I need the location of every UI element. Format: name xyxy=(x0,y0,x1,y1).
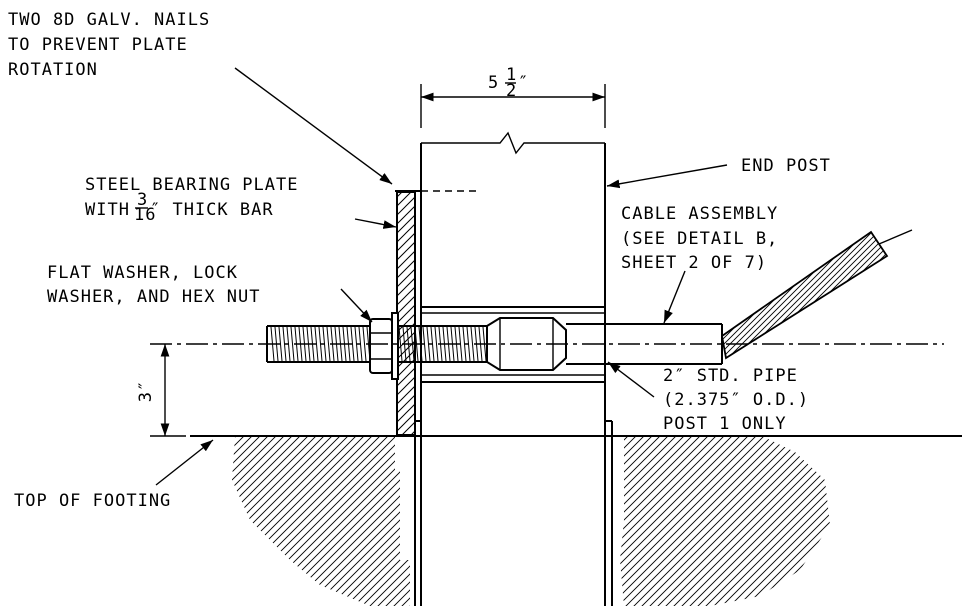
thread-line xyxy=(422,326,427,362)
thread-line xyxy=(426,326,431,362)
width-dim-den: 2 xyxy=(506,81,517,101)
cable-pipe xyxy=(566,323,723,365)
washer-and-hex-nut xyxy=(369,312,399,380)
thread-line xyxy=(362,326,367,362)
cable-assembly-line-3: SHEET 2 OF 7) xyxy=(621,253,767,273)
bearing-plate-num: 3 xyxy=(137,190,148,210)
width-dim-num: 1 xyxy=(506,65,517,85)
bearing-plate-pre: WITH xyxy=(85,200,130,220)
cable-assembly-line-1: CABLE ASSEMBLY xyxy=(621,204,778,224)
thread-line xyxy=(282,326,287,362)
washer-note-line-1: FLAT WASHER, LOCK xyxy=(47,263,238,283)
height-dimension: 3″ xyxy=(136,344,186,437)
steel-bearing-plate xyxy=(396,191,416,436)
width-dim-whole: 5 xyxy=(488,73,499,93)
thread-line xyxy=(398,326,403,362)
thread-line xyxy=(350,326,355,362)
footing-soil-hatch xyxy=(232,437,830,606)
thread-line xyxy=(326,326,331,362)
pipe-note-line-1: 2″ STD. PIPE xyxy=(663,366,798,386)
end-post-label: END POST xyxy=(741,156,831,176)
thread-line xyxy=(290,326,295,362)
bearing-plate-post: ″ THICK BAR xyxy=(150,200,274,220)
thread-line xyxy=(462,326,467,362)
cable xyxy=(721,229,913,360)
height-dim-label: 3″ xyxy=(136,380,156,402)
pipe-sleeve xyxy=(421,306,605,383)
thread-line xyxy=(458,326,463,362)
bearing-plate-den: 16 xyxy=(134,205,156,225)
thread-line xyxy=(314,326,319,362)
width-dim-unit: ″ xyxy=(518,73,529,93)
nails-note-line-1: TWO 8D GALV. NAILS xyxy=(8,10,210,30)
nails-note-line-3: ROTATION xyxy=(8,60,98,80)
washer-note-line-2: WASHER, AND HEX NUT xyxy=(47,287,260,307)
width-dimension: 5 1 2 ″ xyxy=(420,65,606,128)
bearing-plate-line-1: STEEL BEARING PLATE xyxy=(85,175,298,195)
thread-line xyxy=(470,326,475,362)
thread-line xyxy=(318,326,323,362)
pipe-note-line-2: (2.375″ O.D.) xyxy=(663,390,809,410)
thread-line xyxy=(354,326,359,362)
cable-assembly-line-2: (SEE DETAIL B, xyxy=(621,229,778,249)
leader-lines xyxy=(155,67,728,486)
embedded-post xyxy=(414,420,613,606)
thread-line xyxy=(434,326,439,362)
end-post xyxy=(420,131,606,436)
pipe-note-line-3: POST 1 ONLY xyxy=(663,414,787,434)
thread-line xyxy=(278,326,283,362)
nails-note-line-2: TO PREVENT PLATE xyxy=(8,35,188,55)
top-of-footing-label: TOP OF FOOTING xyxy=(14,491,171,511)
